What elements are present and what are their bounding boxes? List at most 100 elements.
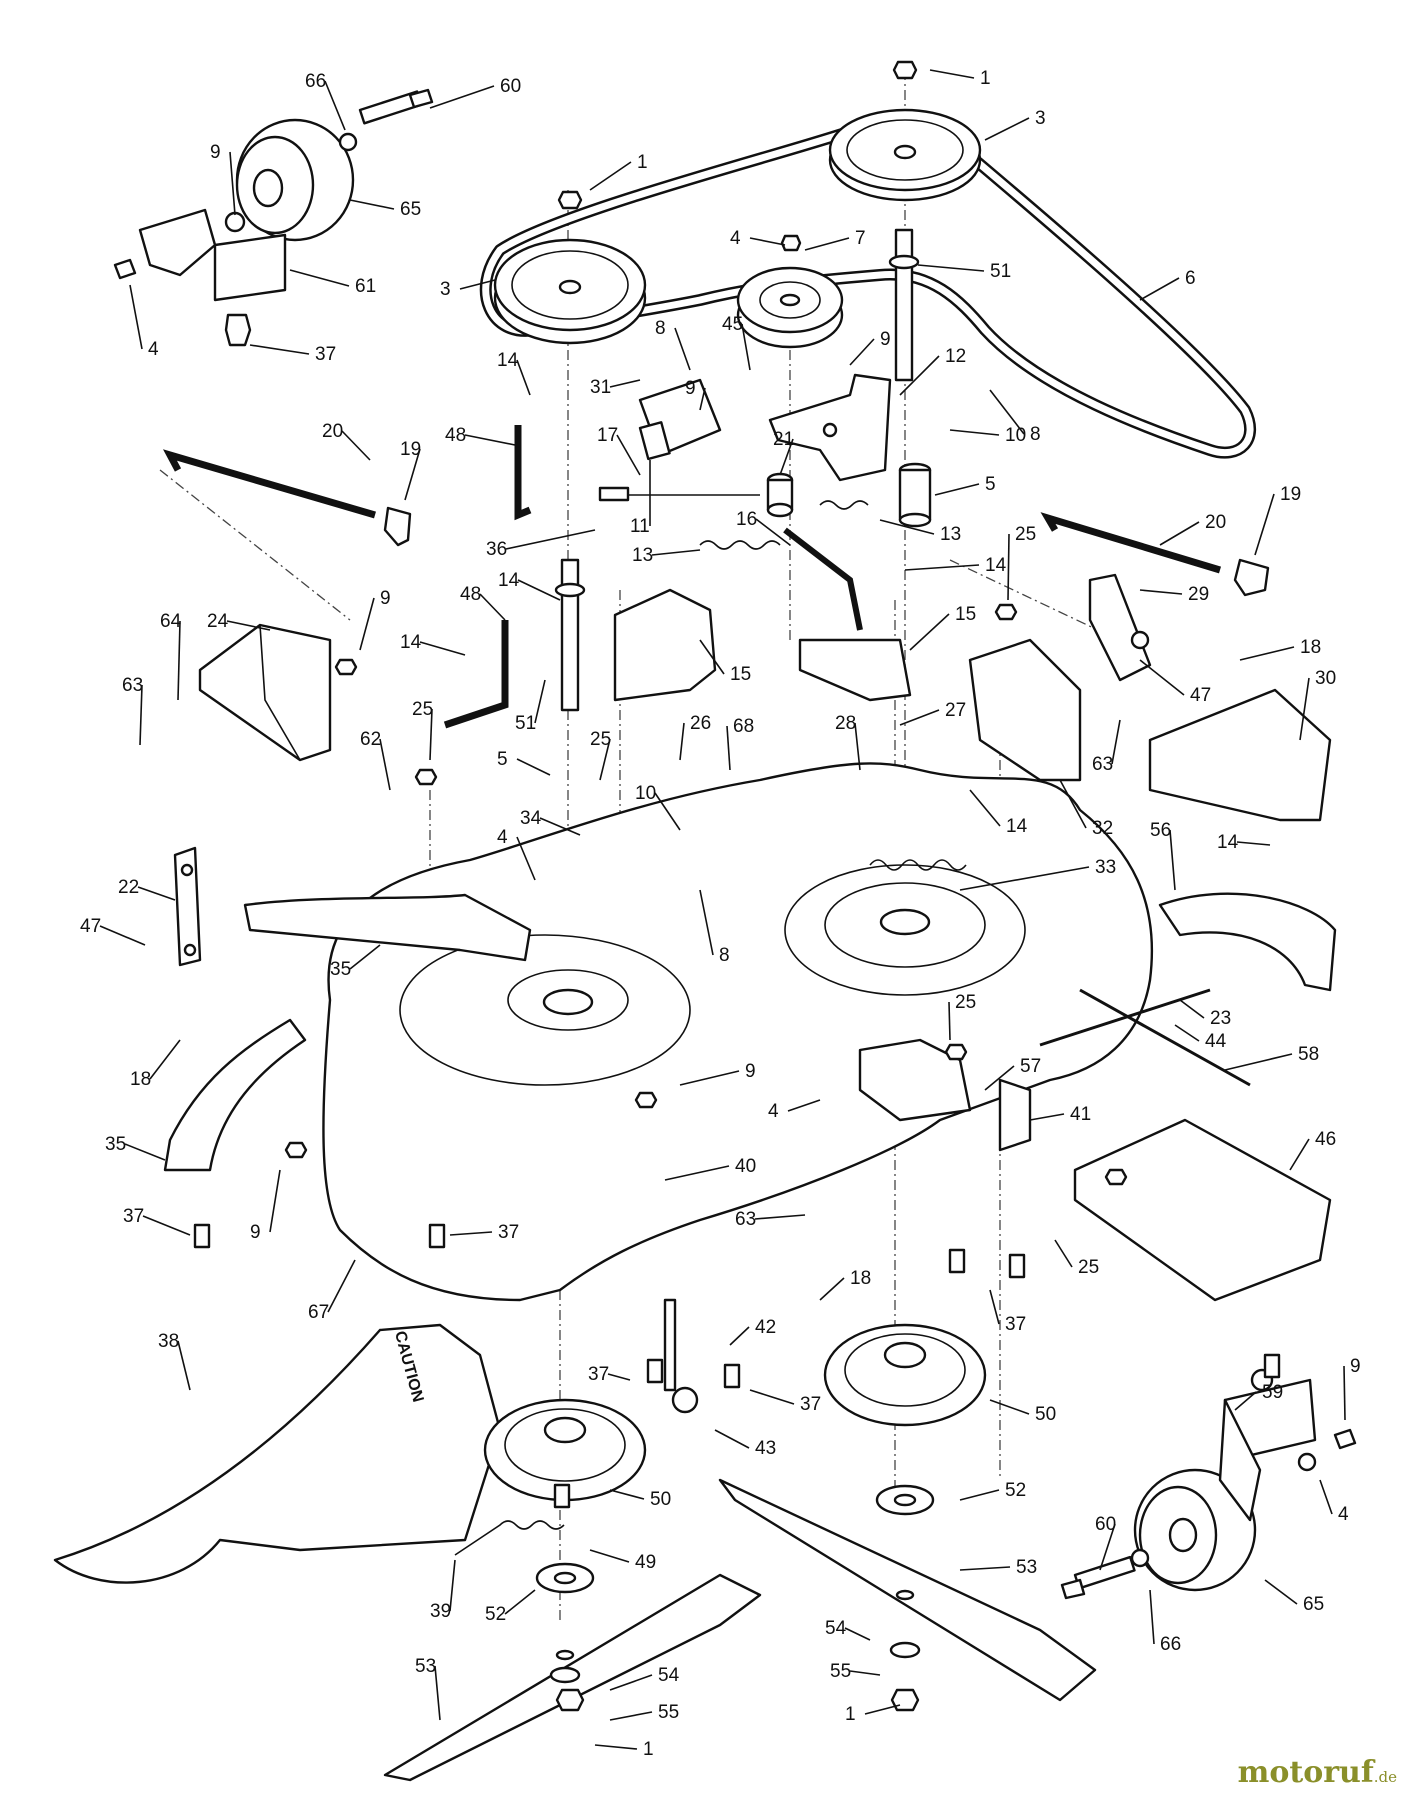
leader-line	[1007, 533, 1010, 601]
part-callout: 63	[735, 1209, 756, 1230]
pulley-left	[493, 190, 647, 345]
leader-line	[249, 344, 310, 355]
leader-line	[1264, 1579, 1298, 1605]
part-callout: 17	[597, 425, 618, 446]
hardware	[193, 603, 1281, 1712]
leader-line	[849, 338, 875, 366]
part-callout: 9	[745, 1061, 756, 1082]
leader-line	[1174, 1024, 1200, 1042]
part-callout: 42	[755, 1317, 776, 1338]
leader-line	[504, 1589, 536, 1615]
leader-line	[1159, 521, 1200, 546]
part-callout: 9	[250, 1222, 261, 1243]
leader-line	[226, 620, 271, 631]
leader-line	[429, 85, 495, 109]
part-callout: 9	[1350, 1356, 1361, 1377]
part-callout: 1	[980, 68, 991, 89]
leader-line	[699, 387, 706, 411]
leader-line	[1139, 277, 1180, 301]
leader-line	[1111, 719, 1121, 765]
part-callout: 58	[1298, 1044, 1319, 1065]
leader-line	[609, 379, 641, 388]
leader-line	[654, 792, 681, 831]
part-callout: 9	[210, 142, 221, 163]
leader-line	[849, 1670, 881, 1676]
part-callout: 4	[1338, 1504, 1349, 1525]
part-callout: 33	[1095, 857, 1116, 878]
part-callout: 61	[355, 276, 376, 297]
leader-line	[324, 80, 346, 131]
leader-line	[984, 117, 1030, 141]
leader-line	[1254, 493, 1275, 556]
leader-line	[934, 483, 980, 496]
part-callout: 21	[773, 429, 794, 450]
part-callout: 51	[515, 713, 536, 734]
part-callout: 4	[148, 339, 159, 360]
leader-line	[1139, 589, 1183, 595]
leader-line	[989, 389, 1025, 435]
part-callout: 40	[735, 1156, 756, 1177]
part-callout: 57	[1020, 1056, 1041, 1077]
part-callout: 55	[830, 1661, 851, 1682]
leader-line	[464, 434, 516, 446]
part-callout: 36	[486, 539, 507, 560]
part-callout: 52	[1005, 1480, 1026, 1501]
part-callout: 63	[122, 675, 143, 696]
leader-line	[404, 448, 421, 501]
part-callout: 37	[498, 1222, 519, 1243]
part-callout: 31	[590, 377, 611, 398]
leader-line	[1029, 1113, 1065, 1121]
part-callout: 54	[658, 1665, 680, 1686]
part-callout: 34	[520, 808, 542, 829]
leader-line	[664, 1165, 730, 1181]
leader-line	[679, 722, 685, 761]
leader-line	[755, 518, 791, 546]
leader-line	[534, 679, 546, 724]
leader-line	[989, 1399, 1030, 1415]
part-callout: 8	[1030, 424, 1041, 445]
leader-line	[1299, 677, 1310, 741]
leader-line	[124, 1143, 166, 1161]
part-callout: 13	[632, 545, 653, 566]
leader-line	[929, 69, 975, 79]
leader-line	[516, 359, 531, 396]
part-callout: 25	[590, 729, 611, 750]
part-callout: 53	[415, 1656, 436, 1677]
blade-adapter-right	[823, 1323, 987, 1427]
spindle-shaft-upper	[888, 228, 920, 382]
leader-line	[594, 1744, 638, 1750]
leader-line	[1059, 779, 1087, 829]
spindle-shaft-lower	[554, 558, 586, 712]
leader-line	[904, 564, 980, 571]
leader-line	[589, 1549, 630, 1563]
leader-line	[969, 789, 1001, 827]
part-callout: 15	[730, 664, 751, 685]
part-callout: 48	[460, 584, 481, 605]
leader-line	[844, 1627, 871, 1641]
deck-bracket-57	[858, 1038, 972, 1122]
bearings	[535, 1484, 935, 1594]
leader-line	[479, 593, 506, 621]
leader-line	[1139, 659, 1185, 696]
leader-line	[1054, 1239, 1073, 1268]
part-callout: 65	[1303, 1594, 1324, 1615]
bracket-15-right	[798, 638, 912, 702]
leader-line	[879, 519, 935, 535]
leader-line	[917, 264, 985, 272]
part-callout: 60	[500, 76, 521, 97]
part-callout: 8	[719, 945, 730, 966]
baffle-lower	[163, 1018, 307, 1172]
part-callout: 25	[412, 699, 433, 720]
leader-line	[1319, 1479, 1333, 1515]
leader-line	[1234, 1391, 1257, 1411]
part-callout: 14	[497, 350, 519, 371]
part-callout: 37	[123, 1206, 144, 1227]
blade-right	[718, 1478, 1097, 1702]
part-callout: 43	[755, 1438, 776, 1459]
part-callout: 1	[637, 152, 648, 173]
leader-line	[599, 738, 611, 781]
deck-bracket-41	[998, 1078, 1032, 1152]
leader-line	[327, 1259, 356, 1313]
part-callout: 14	[1006, 816, 1028, 837]
